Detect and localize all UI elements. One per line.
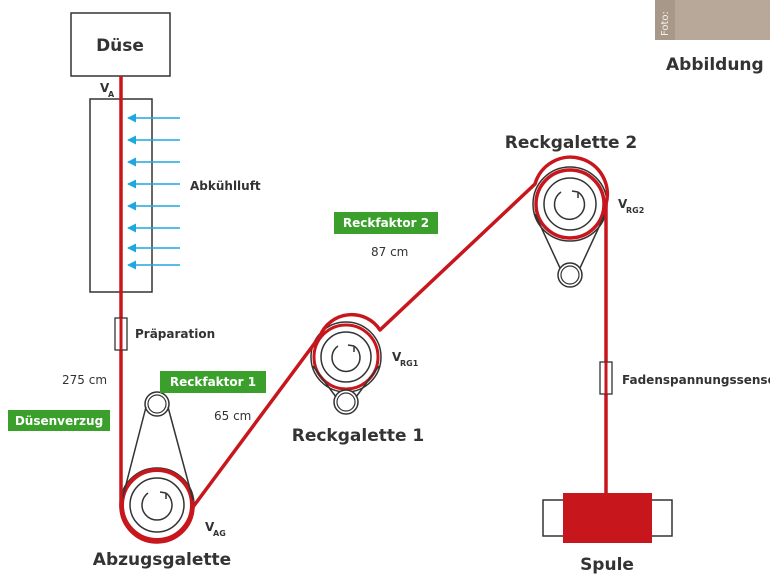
svg-text:Reckfaktor 2: Reckfaktor 2 (343, 216, 429, 230)
velocity-va: V A (100, 81, 115, 99)
svg-text:RG1: RG1 (400, 359, 419, 368)
godet-reck2 (532, 166, 608, 288)
distance-87: 87 cm (371, 245, 408, 259)
photo-thumbnail: Foto: (655, 0, 770, 40)
tag-reckfaktor2: Reckfaktor 2 (334, 212, 438, 234)
svg-text:RG2: RG2 (626, 206, 644, 215)
distance-65: 65 cm (214, 409, 251, 423)
nozzle-box (70, 12, 171, 77)
godet-abzug (119, 391, 195, 543)
preparation-label: Präparation (135, 327, 215, 341)
figure-caption: Abbildung (666, 55, 764, 75)
cooling-air-arrows (127, 113, 180, 270)
godet-reck2-label: Reckgalette 2 (505, 133, 638, 153)
svg-text:Düsenverzug: Düsenverzug (15, 414, 103, 428)
tag-duesenverzug: Düsenverzug (8, 410, 110, 431)
svg-text:V: V (100, 81, 110, 95)
photo-credit: Foto: (660, 11, 671, 36)
svg-text:Reckfaktor 1: Reckfaktor 1 (170, 375, 256, 389)
cooling-air-label: Abkühlluft (190, 179, 261, 193)
godet-abzug-label: Abzugsgalette (93, 550, 231, 570)
svg-text:V: V (205, 520, 215, 534)
svg-text:A: A (108, 90, 115, 99)
rotation-arrow-icon (141, 492, 173, 521)
velocity-vrg1: V RG1 (392, 350, 419, 368)
nozzle-label: Düse (96, 36, 144, 56)
svg-text:AG: AG (213, 529, 226, 538)
velocity-vag: V AG (205, 520, 226, 538)
godet-reck1-label: Reckgalette 1 (292, 426, 425, 446)
rotation-arrow-icon (553, 191, 586, 221)
godet-reck1 (310, 321, 382, 415)
spool-label: Spule (580, 555, 634, 575)
fiber-thread (119, 76, 610, 544)
velocity-vrg2: V RG2 (618, 197, 644, 215)
svg-text:V: V (392, 350, 402, 364)
svg-text:V: V (618, 197, 628, 211)
tag-reckfaktor1: Reckfaktor 1 (160, 371, 266, 393)
spool (542, 493, 673, 543)
tension-sensor-label: Fadenspannungssensor (622, 373, 770, 387)
distance-275: 275 cm (62, 373, 107, 387)
rotation-arrow-icon (331, 345, 361, 373)
